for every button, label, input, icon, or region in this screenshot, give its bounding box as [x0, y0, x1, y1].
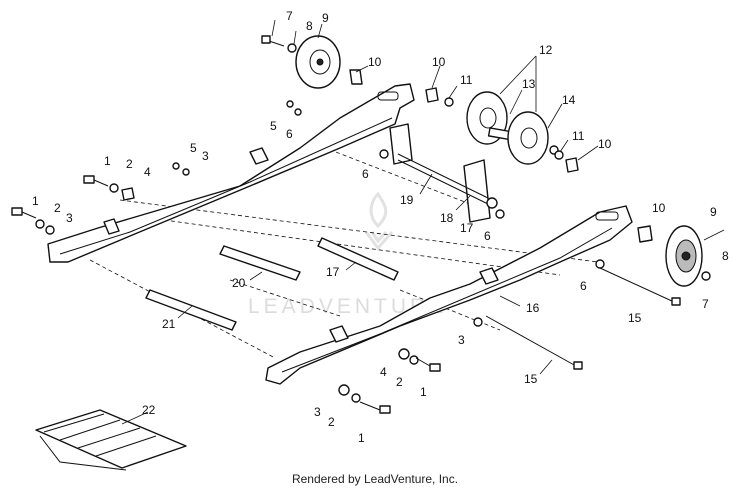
callout-16: 16 — [526, 301, 540, 315]
cross-shafts — [145, 237, 399, 331]
callouts: 7 8 9 10 10 11 12 13 14 5 6 1 2 4 5 3 11… — [32, 9, 729, 445]
hardware — [11, 100, 605, 414]
watermark-text: LEADVENTURE — [248, 295, 447, 318]
idler-wheel-right — [637, 225, 711, 287]
callout-3: 3 — [458, 333, 465, 347]
callout-19: 19 — [400, 193, 414, 207]
callout-8: 8 — [722, 249, 729, 263]
callout-6: 6 — [580, 279, 587, 293]
callout-15: 15 — [628, 311, 642, 325]
wear-strip — [35, 409, 187, 471]
callout-6: 6 — [286, 127, 293, 141]
callout-2: 2 — [328, 415, 335, 429]
callout-3: 3 — [314, 405, 321, 419]
callout-4: 4 — [144, 165, 151, 179]
leader-lines — [121, 19, 725, 425]
watermark: LEADVENTURE — [248, 191, 447, 318]
callout-8: 8 — [306, 19, 313, 33]
callout-1: 1 — [358, 431, 365, 445]
callout-2: 2 — [126, 157, 133, 171]
callout-6: 6 — [362, 167, 369, 181]
callout-17: 17 — [326, 265, 340, 279]
rail-front — [265, 205, 633, 385]
callout-1: 1 — [32, 194, 39, 208]
callout-12: 12 — [539, 43, 553, 57]
callout-13: 13 — [522, 77, 536, 91]
callout-9: 9 — [710, 205, 717, 219]
callout-1: 1 — [420, 385, 427, 399]
callout-10: 10 — [652, 201, 666, 215]
callout-10: 10 — [432, 55, 446, 69]
idler-wheel-pair — [425, 87, 579, 173]
callout-7: 7 — [286, 9, 293, 23]
callout-22: 22 — [142, 403, 156, 417]
callout-20: 20 — [232, 276, 246, 290]
callout-5: 5 — [270, 119, 277, 133]
footer-credit: Rendered by LeadVenture, Inc. — [291, 472, 459, 486]
callout-11: 11 — [572, 129, 585, 143]
long-bolts — [485, 267, 681, 370]
callout-21: 21 — [162, 317, 176, 331]
callout-15: 15 — [524, 372, 538, 386]
callout-7: 7 — [702, 297, 709, 311]
callout-10: 10 — [368, 55, 382, 69]
callout-4: 4 — [380, 365, 387, 379]
callout-3: 3 — [66, 211, 73, 225]
rail-rear — [47, 83, 415, 263]
callout-5: 5 — [190, 141, 197, 155]
callout-1: 1 — [104, 154, 111, 168]
callout-3: 3 — [202, 149, 209, 163]
callout-9: 9 — [322, 11, 329, 25]
callout-11: 11 — [460, 73, 473, 87]
callout-18: 18 — [440, 211, 454, 225]
callout-6: 6 — [484, 229, 491, 243]
callout-17: 17 — [460, 221, 474, 235]
callout-10: 10 — [598, 137, 612, 151]
center-arm — [389, 123, 498, 223]
callout-2: 2 — [396, 375, 403, 389]
callout-14: 14 — [562, 93, 576, 107]
callout-2: 2 — [54, 201, 61, 215]
shaft-centerlines — [89, 141, 599, 359]
idler-wheel-top — [261, 35, 363, 89]
